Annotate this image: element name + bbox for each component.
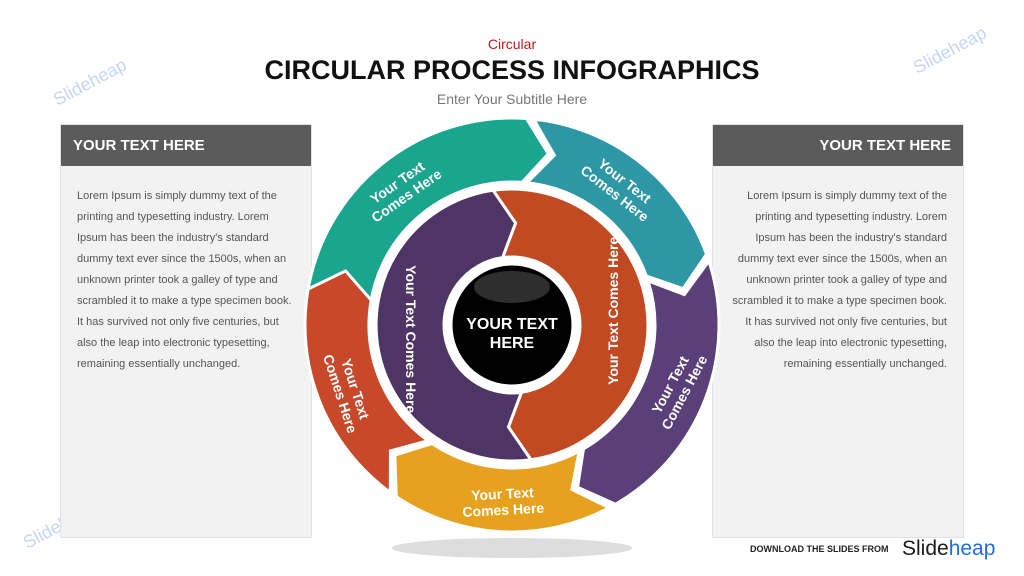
outer-arrow-segment	[303, 269, 432, 496]
inner-segment-label: Your Text Comes Here	[403, 265, 419, 413]
outer-arrow-segment	[575, 257, 721, 506]
inner-arrow-segment	[374, 188, 534, 463]
outer-arrow-segment	[393, 441, 613, 534]
page-subtitle: Enter Your Subtitle Here	[436, 91, 588, 107]
outer-arrow-segment	[305, 116, 551, 309]
footer-text: DOWNLOAD THE SLIDES FROM	[750, 544, 889, 554]
right-panel-body: Lorem Ipsum is simply dummy text of the …	[732, 190, 947, 370]
outer-segment-label: Your TextComes Here	[461, 484, 544, 520]
slideheap-logo: Slideheap	[902, 537, 996, 560]
inner-arrow-segment	[490, 187, 650, 462]
right-panel-heading: YOUR TEXT HERE	[713, 125, 963, 166]
outer-arrow-segment	[523, 117, 709, 291]
inner-segment-label: Your Text Comes Here	[605, 237, 621, 385]
left-text-panel: YOUR TEXT HERE Lorem Ipsum is simply dum…	[60, 124, 312, 538]
center-gloss	[474, 271, 550, 303]
kicker: Circular	[487, 36, 537, 52]
center-circle	[447, 260, 577, 390]
left-panel-heading: YOUR TEXT HERE	[61, 125, 311, 166]
right-text-panel: YOUR TEXT HERE Lorem Ipsum is simply dum…	[712, 124, 964, 538]
page-title: CIRCULAR PROCESS INFOGRAPHICS	[264, 55, 760, 85]
diagram-shadow	[392, 538, 632, 558]
left-panel-body: Lorem Ipsum is simply dummy text of the …	[77, 190, 292, 370]
